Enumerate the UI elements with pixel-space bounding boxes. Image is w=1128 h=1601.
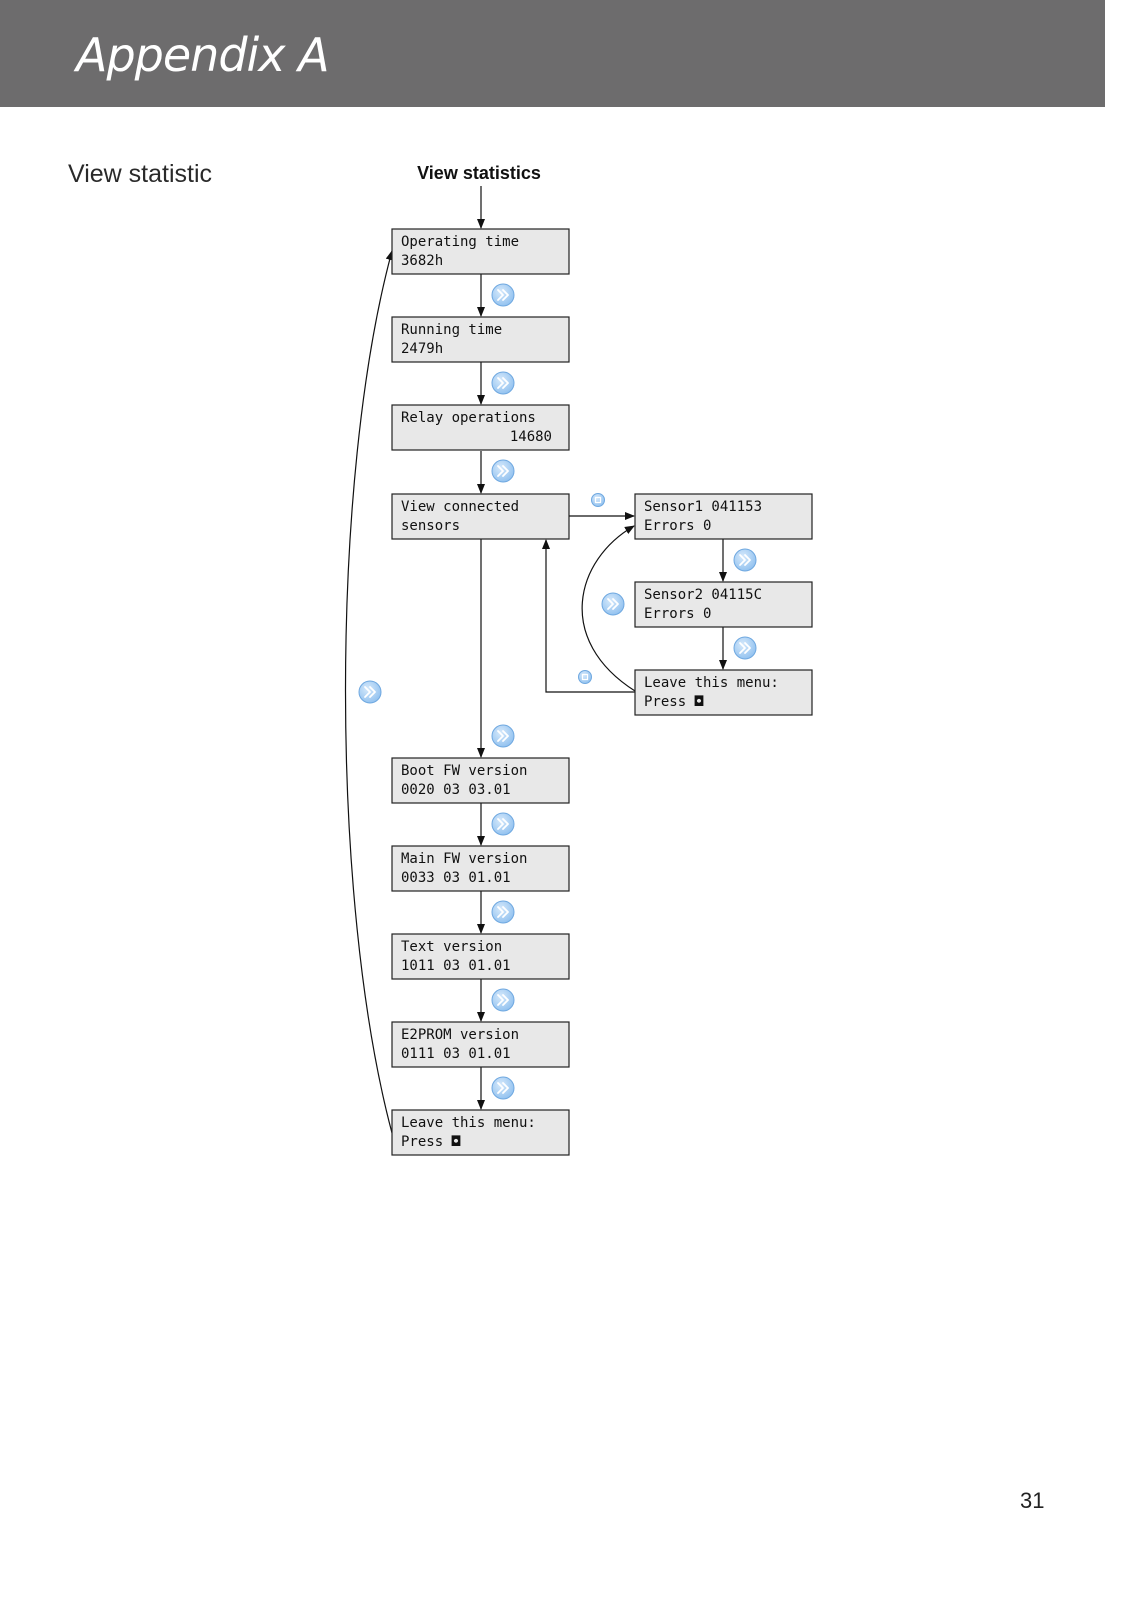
square-button-icon <box>591 493 605 507</box>
double-chevron-right-icon <box>601 592 625 616</box>
double-chevron-right-icon <box>733 548 757 572</box>
lcd-screen-text-version: Text version 1011 03 01.01 <box>391 933 570 980</box>
connector-leave-to-sensors <box>542 539 635 693</box>
lcd-screen-frame <box>391 228 570 275</box>
double-chevron-right-icon <box>491 283 515 307</box>
lcd-screen-frame <box>634 581 813 628</box>
lcd-screen-leave-main-menu: Leave this menu: Press ◘ <box>391 1109 570 1156</box>
section-title: View statistic <box>68 160 213 188</box>
double-chevron-right-icon <box>491 459 515 483</box>
lcd-line-2: 1011 03 01.01 <box>401 958 511 974</box>
lcd-screen-e2prom-version: E2PROM version 0111 03 01.01 <box>391 1021 570 1068</box>
lcd-screen-relay-operations: Relay operations 14680 <box>391 404 570 451</box>
lcd-screen-operating-time: Operating time 3682h <box>391 228 570 275</box>
lcd-screen-leave-sensors-menu: Leave this menu: Press ◘ <box>634 669 813 716</box>
lcd-screen-frame <box>634 493 813 540</box>
lcd-line-1: Sensor2 04115C <box>644 587 762 603</box>
lcd-line-1: Leave this menu: <box>644 675 779 691</box>
lcd-line-1: View connected <box>401 499 519 515</box>
lcd-line-1: E2PROM version <box>401 1027 519 1043</box>
lcd-line-2: 3682h <box>401 253 443 269</box>
lcd-line-2: Errors 0 <box>644 606 711 622</box>
lcd-screen-running-time: Running time 2479h <box>391 316 570 363</box>
lcd-line-2: 0111 03 01.01 <box>401 1046 511 1062</box>
lcd-line-2: Errors 0 <box>644 518 711 534</box>
header-title: Appendix A <box>76 28 330 82</box>
lcd-screen-frame <box>391 404 570 451</box>
lcd-screen-frame <box>634 669 813 716</box>
lcd-line-1: Main FW version <box>401 851 527 867</box>
lcd-line-1: Text version <box>401 939 502 955</box>
double-chevron-right-icon <box>491 900 515 924</box>
double-chevron-right-icon <box>491 724 515 748</box>
lcd-screen-main-fw-version: Main FW version 0033 03 01.01 <box>391 845 570 892</box>
lcd-screen-sensor2: Sensor2 04115C Errors 0 <box>634 581 813 628</box>
connector-leave-to-sensor1-loop <box>581 525 636 692</box>
lcd-line-2: sensors <box>401 518 460 534</box>
lcd-screen-view-connected-sensors: View connected sensors <box>391 493 570 540</box>
double-chevron-right-icon <box>491 371 515 395</box>
lcd-screen-boot-fw-version: Boot FW version 0020 03 03.01 <box>391 757 570 804</box>
page-header: Appendix A <box>0 0 1105 107</box>
lcd-screen-frame <box>391 316 570 363</box>
diagram-title: View statistics <box>417 163 541 183</box>
page-number: 31 <box>1020 1488 1045 1513</box>
lcd-screen-frame <box>391 933 570 980</box>
double-chevron-right-icon <box>491 1076 515 1100</box>
flow-connectors <box>344 186 727 1134</box>
lcd-screen-frame <box>391 1109 570 1156</box>
lcd-screen-frame <box>391 493 570 540</box>
lcd-line-1: Running time <box>401 322 502 338</box>
lcd-screen-frame <box>391 1021 570 1068</box>
lcd-line-1: Leave this menu: <box>401 1115 536 1131</box>
lcd-line-2: 0020 03 03.01 <box>401 782 511 798</box>
lcd-line-2: 0033 03 01.01 <box>401 870 511 886</box>
double-chevron-right-icon <box>733 636 757 660</box>
lcd-line-1: Sensor1 041153 <box>644 499 762 515</box>
lcd-line-2: 14680 <box>510 429 552 445</box>
button-icons <box>358 283 757 1100</box>
lcd-line-2: 2479h <box>401 341 443 357</box>
double-chevron-right-icon <box>491 812 515 836</box>
square-button-icon <box>578 670 592 684</box>
lcd-screen-frame <box>391 845 570 892</box>
double-chevron-right-icon <box>358 680 382 704</box>
double-chevron-right-icon <box>491 988 515 1012</box>
lcd-screen-frame <box>391 757 570 804</box>
lcd-line-2: Press ◘ <box>644 694 704 710</box>
lcd-line-1: Boot FW version <box>401 763 527 779</box>
lcd-line-1: Operating time <box>401 234 519 250</box>
connector-leave-to-operating-loop <box>344 250 394 1134</box>
lcd-line-2: Press ◘ <box>401 1134 461 1150</box>
lcd-line-1: Relay operations <box>401 410 536 426</box>
